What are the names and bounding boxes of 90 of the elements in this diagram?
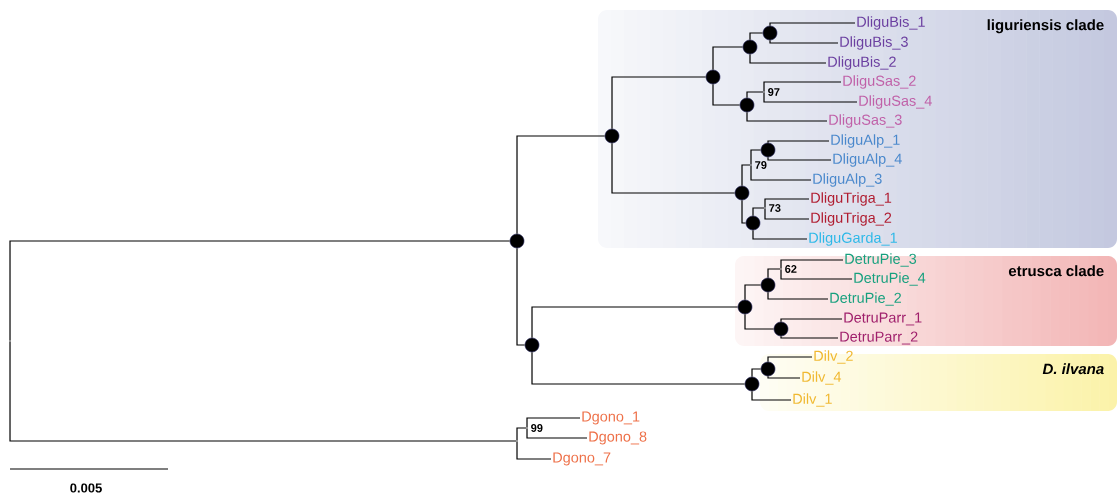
branch-line xyxy=(749,32,764,41)
branch-line xyxy=(763,92,858,103)
node-label: etrusca clade xyxy=(1008,265,1104,277)
taxon-label: DliguGarda_1 xyxy=(809,232,897,246)
support-value: 79 xyxy=(755,161,767,169)
taxon-label: DliguAlp_4 xyxy=(833,153,902,167)
branch-line xyxy=(744,313,775,330)
branch-line xyxy=(767,156,832,161)
taxon-label: Dgono_8 xyxy=(589,431,647,445)
node-label: D. ilvana xyxy=(1042,363,1104,375)
taxon-label: DliguAlp_3 xyxy=(813,173,882,187)
branch-line xyxy=(751,368,762,378)
support-value: 73 xyxy=(769,204,781,212)
taxon-label: DliguAlp_1 xyxy=(831,134,900,148)
node-circle xyxy=(524,337,540,353)
taxon-label: Dilv_4 xyxy=(802,371,842,385)
taxon-label: DliguSas_3 xyxy=(829,114,902,128)
node-circle xyxy=(760,361,776,377)
branch-line xyxy=(769,39,839,44)
branch-line xyxy=(516,441,552,460)
branch-line xyxy=(611,142,736,194)
node-circle xyxy=(739,97,755,113)
branch-line xyxy=(516,135,606,235)
branch-line xyxy=(767,268,781,279)
branch-line xyxy=(741,199,747,224)
branch-line xyxy=(780,318,843,323)
support-value: 97 xyxy=(768,88,780,96)
node-circle xyxy=(744,376,760,392)
taxon-label: DliguBis_2 xyxy=(828,56,896,70)
branch-line xyxy=(767,291,829,300)
branch-line xyxy=(752,229,808,240)
branch-line xyxy=(763,81,842,92)
branch-line xyxy=(780,269,853,280)
branch-line xyxy=(9,240,511,341)
taxon-label: DliguTriga_1 xyxy=(811,192,892,206)
node-circle xyxy=(760,142,776,158)
support-value: 99 xyxy=(531,424,543,432)
scale-bar: 0.005 xyxy=(9,468,169,493)
branch-line xyxy=(767,356,813,363)
branch-line xyxy=(764,208,810,220)
taxon-label: DliguSas_4 xyxy=(859,95,932,109)
taxon-label: Dgono_7 xyxy=(553,452,611,466)
branch-line xyxy=(749,53,827,64)
taxon-label: DliguTriga_2 xyxy=(811,212,892,226)
branch-line xyxy=(750,149,762,165)
branch-line xyxy=(746,91,764,99)
node-circle xyxy=(742,39,758,55)
branch-line xyxy=(767,375,801,379)
taxon-label: DliguBis_1 xyxy=(857,16,925,30)
taxon-label: Dilv_1 xyxy=(793,393,832,407)
branch-line xyxy=(611,76,707,130)
branch-line xyxy=(744,284,762,301)
node-circle xyxy=(773,321,789,337)
node-circle xyxy=(604,128,620,144)
taxon-label: Dgono_1 xyxy=(582,411,640,425)
branch-line xyxy=(712,83,741,106)
branch-line xyxy=(751,390,792,401)
node-circle xyxy=(509,233,525,249)
support-value: 62 xyxy=(785,265,797,273)
node-circle xyxy=(737,299,753,315)
branch-line xyxy=(526,417,581,428)
branch-line xyxy=(746,111,828,122)
branch-line xyxy=(750,165,812,181)
branch-line xyxy=(767,140,830,144)
branch-line xyxy=(516,427,527,441)
node-circle xyxy=(734,185,750,201)
branch-line xyxy=(531,351,746,385)
taxon-label: DetruPie_3 xyxy=(845,253,917,267)
node-circle xyxy=(745,215,761,231)
node-circle xyxy=(705,69,721,85)
node-label: liguriensis clade xyxy=(987,19,1104,34)
branch-line xyxy=(712,46,744,71)
branch-line xyxy=(769,22,856,27)
taxon-label: DetruPie_4 xyxy=(854,272,926,286)
branch-line xyxy=(780,335,839,339)
taxon-label: DetruParr_2 xyxy=(840,331,918,345)
taxon-label: DetruPie_2 xyxy=(830,292,901,306)
branch-line xyxy=(764,198,810,208)
taxon-label: DliguSas_2 xyxy=(843,75,916,89)
branch-line xyxy=(531,306,739,339)
branch-line xyxy=(741,164,751,187)
branch-line xyxy=(516,247,526,346)
node-circle xyxy=(762,25,778,41)
taxon-label: DetruParr_1 xyxy=(844,312,922,326)
taxon-label: DliguBis_3 xyxy=(840,36,908,50)
branch-line xyxy=(780,259,844,269)
node-circle xyxy=(760,277,776,293)
branch-line xyxy=(526,428,588,439)
branch-line xyxy=(9,341,517,442)
branch-line xyxy=(752,207,765,217)
